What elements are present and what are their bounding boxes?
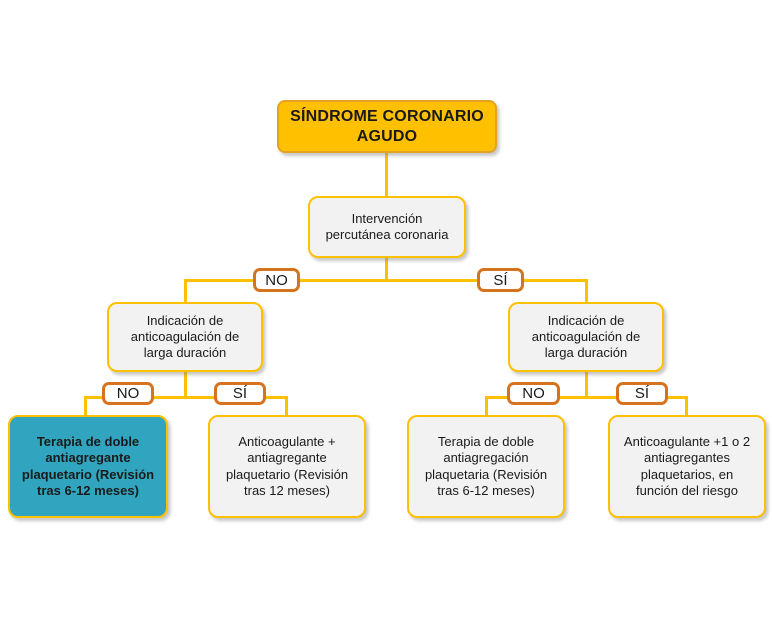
branch-label-si-level2-right: SÍ xyxy=(616,382,668,405)
branch-label-no-text: NO xyxy=(265,271,288,289)
node-terapia-derecha-label: Terapia de doble antiagregación plaqueta… xyxy=(424,434,548,498)
connector-root-to-intervencion xyxy=(385,152,388,198)
connector-leaf2-drop xyxy=(285,396,288,417)
connector-leaf3-drop xyxy=(485,396,488,417)
branch-label-si-level2-left: SÍ xyxy=(214,382,266,405)
node-anticoagulante-derecha-label: Anticoagulante +1 o 2 antiagregantes pla… xyxy=(623,434,751,498)
connector-indicacion-left-down xyxy=(184,371,187,399)
node-intervencion-label: Intervención percutánea coronaria xyxy=(325,210,449,242)
node-anticoagulante-izquierda-label: Anticoagulante + antiagregante plaquetar… xyxy=(225,434,349,498)
connector-intervencion-down xyxy=(385,257,388,281)
node-terapia-doble-antiagregante-izquierda: Terapia de doble antiagregante plaquetar… xyxy=(8,415,168,518)
branch-label-no-level2-left: NO xyxy=(102,382,154,405)
node-anticoagulante-antiagregante-izquierda: Anticoagulante + antiagregante plaquetar… xyxy=(208,415,366,518)
node-terapia-doble-antiagregacion-derecha: Terapia de doble antiagregación plaqueta… xyxy=(407,415,565,518)
branch-label-si-text: SÍ xyxy=(493,271,508,289)
branch-label-si-text: SÍ xyxy=(634,385,650,402)
branch-label-si-level1: SÍ xyxy=(477,268,524,292)
node-anticoagulante-1-o-2-derecha: Anticoagulante +1 o 2 antiagregantes pla… xyxy=(608,415,766,518)
connector-leaf4-drop xyxy=(685,396,688,417)
connector-level1-right-drop xyxy=(585,279,588,304)
node-indicacion-anticoagulacion-izquierda: Indicación de anticoagulación de larga d… xyxy=(107,302,263,372)
branch-label-no-level1: NO xyxy=(253,268,300,292)
connector-level1-horizontal xyxy=(184,279,587,282)
node-indicacion-derecha-label: Indicación de anticoagulación de larga d… xyxy=(531,312,641,361)
branch-label-no-level2-right: NO xyxy=(507,382,560,405)
node-terapia-izquierda-label: Terapia de doble antiagregante plaquetar… xyxy=(21,434,155,498)
connector-level1-left-drop xyxy=(184,279,187,304)
connector-level2-left-horizontal xyxy=(84,396,288,399)
connector-indicacion-right-down xyxy=(585,371,588,399)
branch-label-no-text: NO xyxy=(116,385,140,402)
node-indicacion-anticoagulacion-derecha: Indicación de anticoagulación de larga d… xyxy=(508,302,664,372)
branch-label-si-text: SÍ xyxy=(232,385,248,402)
node-indicacion-izquierda-label: Indicación de anticoagulación de larga d… xyxy=(130,312,240,361)
branch-label-no-text: NO xyxy=(522,385,545,402)
node-intervencion-percutanea: Intervención percutánea coronaria xyxy=(308,196,466,258)
node-sindrome-label: SÍNDROME CORONARIO AGUDO xyxy=(290,107,484,145)
connector-level2-right-horizontal xyxy=(485,396,688,399)
connector-leaf1-drop xyxy=(84,396,87,417)
node-sindrome-coronario-agudo: SÍNDROME CORONARIO AGUDO xyxy=(277,100,497,153)
